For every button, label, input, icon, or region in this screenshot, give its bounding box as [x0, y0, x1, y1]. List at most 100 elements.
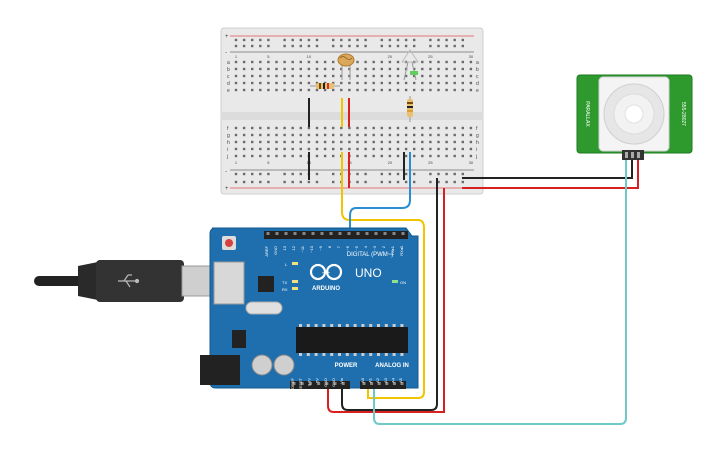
- usb-chip: [258, 276, 274, 292]
- breadboard-holes: aabbccddeeffgghhiijj11551010151520202525…: [226, 38, 479, 184]
- power-header: POWER: [335, 363, 358, 369]
- breadboard-col-label: 30: [469, 54, 474, 59]
- breadboard-jumpers: [308, 98, 405, 188]
- usb-plug: [96, 260, 184, 302]
- pin-label: A5: [398, 377, 403, 383]
- analog-header-strip: [360, 381, 406, 389]
- wire-red-pir: [462, 160, 639, 189]
- breadboard-row-label: f: [227, 126, 229, 132]
- arduino-model: UNO: [355, 266, 382, 280]
- breadboard-col-label: 25: [428, 54, 433, 59]
- pin-label: 13: [282, 245, 287, 250]
- regulator: [232, 330, 246, 348]
- pin-label: 8: [327, 245, 332, 248]
- atmega-chip-pins: [299, 324, 404, 356]
- breadboard-col-label: 1: [235, 54, 238, 59]
- breadboard-row-label: e: [227, 88, 230, 94]
- logo-minus-plus: - +: [322, 270, 330, 277]
- pin-label: 2: [381, 245, 386, 248]
- breadboard-row-label: j: [475, 154, 477, 160]
- pin-label: 12: [291, 245, 296, 250]
- resistor-1: [310, 83, 340, 89]
- pin-label: GND: [273, 246, 278, 255]
- analog-header: ANALOG IN: [375, 363, 409, 369]
- wire-black-gnd: [341, 178, 438, 411]
- pin-label: A1: [368, 377, 373, 383]
- led-l: [292, 262, 298, 265]
- arduino-brand: ARDUINO: [312, 286, 340, 292]
- photoresistor: [337, 53, 355, 80]
- led-tx-label: TX: [282, 280, 287, 285]
- pin-label: A4: [390, 377, 395, 383]
- led: [401, 49, 419, 81]
- breadboard-row-label: c: [227, 74, 230, 80]
- rail-plus-label: +: [225, 34, 229, 40]
- led-rx-label: RX: [282, 287, 288, 292]
- led-l-label: L: [285, 262, 288, 267]
- wire-black-pir: [462, 160, 633, 179]
- pin-label: 7: [336, 245, 341, 248]
- pir-left-text: PARALLAX: [584, 101, 590, 127]
- breadboard-row-label: b: [476, 67, 479, 73]
- breadboard-col-label: 20: [388, 160, 393, 165]
- breadboard-row-label: j: [226, 154, 228, 160]
- pin-label: A3: [383, 377, 388, 383]
- pin-label: RESET: [298, 377, 303, 391]
- wire-blue: [349, 152, 411, 236]
- led-rx: [292, 287, 298, 290]
- breadboard-col-label: 30: [469, 160, 474, 165]
- pin-label: 3.3V: [306, 378, 311, 387]
- atmega-chip: [296, 327, 408, 353]
- pin-label: 4: [363, 245, 368, 248]
- pin-label: ~6: [345, 245, 350, 250]
- pin-label: ~5: [354, 245, 359, 250]
- breadboard-row-label: g: [476, 133, 479, 139]
- pin-label: ~11: [300, 245, 305, 252]
- breadboard-row-label: i: [476, 147, 477, 153]
- capacitor-1: [251, 354, 273, 376]
- breadboard-col-label: 5: [267, 54, 270, 59]
- breadboard-row-label: g: [227, 133, 230, 139]
- resistor-2: [407, 96, 413, 122]
- breadboard-col-label: 20: [388, 54, 393, 59]
- reset-button-cap: [225, 239, 233, 247]
- breadboard-row-label: e: [476, 88, 479, 94]
- breadboard: + - - + aabbccddeeffgghhiijj115510101515…: [220, 27, 484, 195]
- pin-label: AREF: [264, 245, 269, 256]
- led-tx: [292, 280, 298, 283]
- breadboard-col-label: 1: [235, 160, 238, 165]
- breadboard-col-label: 5: [267, 160, 270, 165]
- pin-label: ~9: [318, 245, 323, 250]
- breadboard-row-label: d: [476, 81, 479, 87]
- breadboard-row-label: b: [227, 67, 230, 73]
- led-on: [392, 280, 398, 283]
- usb-jack: [213, 261, 245, 305]
- pin-label: RX◂0: [399, 245, 404, 256]
- usb-cable: [34, 260, 219, 302]
- arduino-logo: [309, 263, 343, 281]
- breadboard-row-label: f: [476, 126, 478, 132]
- breadboard-row-label: h: [227, 140, 230, 146]
- breadboard-row-label: a: [227, 60, 230, 66]
- usb-cord: [34, 276, 84, 286]
- breadboard-row-label: c: [476, 74, 479, 80]
- breadboard-col-label: 10: [307, 54, 312, 59]
- power-jack: [200, 355, 240, 385]
- crystal: [245, 301, 283, 315]
- pin-label: A0: [360, 377, 365, 383]
- wire-yellow: [341, 152, 425, 399]
- usb-icon: [118, 274, 140, 288]
- pin-label: 5V: [315, 378, 320, 383]
- pir-sensor: PARALLAX 555-28027: [576, 74, 693, 160]
- pin-label: ~10: [309, 245, 314, 253]
- rail-plus-label-bottom: +: [225, 186, 229, 192]
- arduino-uno: - + ARDUINO UNO DIGITAL (PWM~) POWER ANA…: [200, 227, 419, 391]
- pin-label: GND: [323, 378, 328, 387]
- digital-header: DIGITAL (PWM~): [347, 252, 394, 258]
- wires: [327, 152, 639, 425]
- pir-right-text: 555-28027: [680, 102, 686, 126]
